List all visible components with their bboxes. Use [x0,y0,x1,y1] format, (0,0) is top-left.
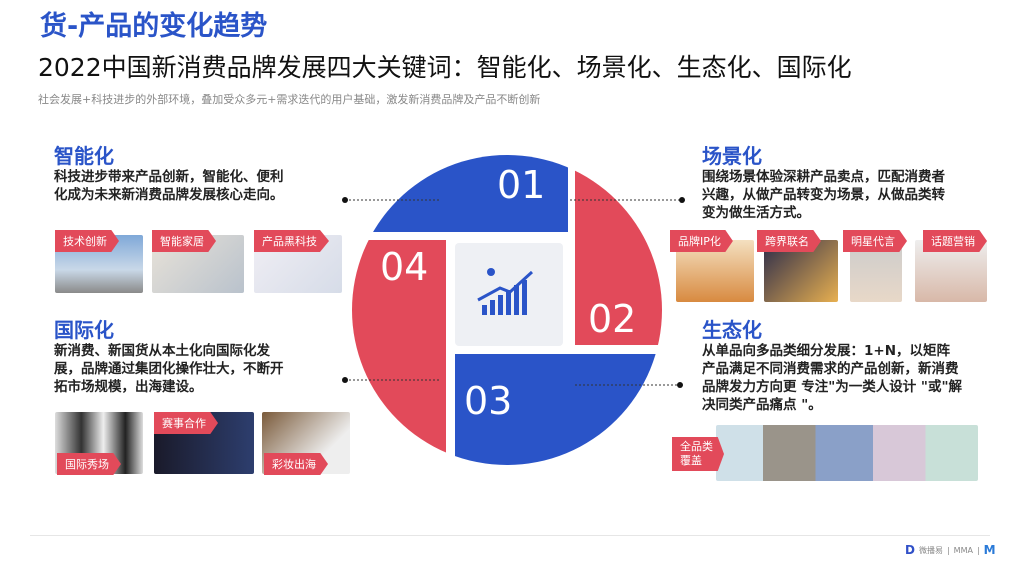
page-title: 货-产品的变化趋势 [40,11,268,42]
label-02: 02 [588,297,636,341]
logo-mma: MMA [953,545,973,555]
growth-icon [477,268,534,315]
intl-heading: 国际化 [54,318,114,342]
tag: 彩妆出海 [264,453,328,475]
eco-text: 从单品向多品类细分发展：1+N，以矩阵产品满足不同消费需求的产品创新，新消费品牌… [702,343,962,413]
smart-text: 科技进步带来产品创新，智能化、便利化成为未来新消费品牌发展核心走向。 [54,169,284,203]
tag: 技术创新 [55,230,119,252]
tag: 全品类覆盖 [672,437,724,471]
footer-divider [30,535,990,536]
tag: 产品黑科技 [254,230,329,252]
label-04: 04 [380,245,428,289]
tag: 赛事合作 [154,412,218,434]
product-lineup-image [716,425,978,481]
label-01: 01 [497,163,545,207]
footer-logos: D 微播易| MMA| M [905,543,996,557]
tag: 智能家居 [152,230,216,252]
tag: 话题营销 [923,230,987,252]
logo-weiboyi: 微播易 [918,545,943,555]
eco-heading: 生态化 [702,318,762,342]
intro-text: 社会发展+科技进步的外部环境，叠加受众多元+需求迭代的用户基础，激发新消费品牌及… [38,93,541,106]
smart-heading: 智能化 [54,144,114,168]
tag: 跨界联名 [757,230,821,252]
tag: 国际秀场 [57,453,121,475]
tag: 品牌IP化 [670,230,733,252]
scene-heading: 场景化 [702,144,762,168]
logo-m: M [983,543,996,557]
scene-text: 围绕场景体验深耕产品卖点，匹配消费者兴趣，从做产品转变为场景，从做品类转变为做生… [702,169,945,221]
page-subtitle: 2022中国新消费品牌发展四大关键词：智能化、场景化、生态化、国际化 [38,53,852,82]
tag: 明星代言 [843,230,907,252]
label-03: 03 [464,379,512,423]
intl-text: 新消费、新国货从本土化向国际化发展，品牌通过集团化操作壮大，不断开拓市场规模，出… [54,343,284,395]
